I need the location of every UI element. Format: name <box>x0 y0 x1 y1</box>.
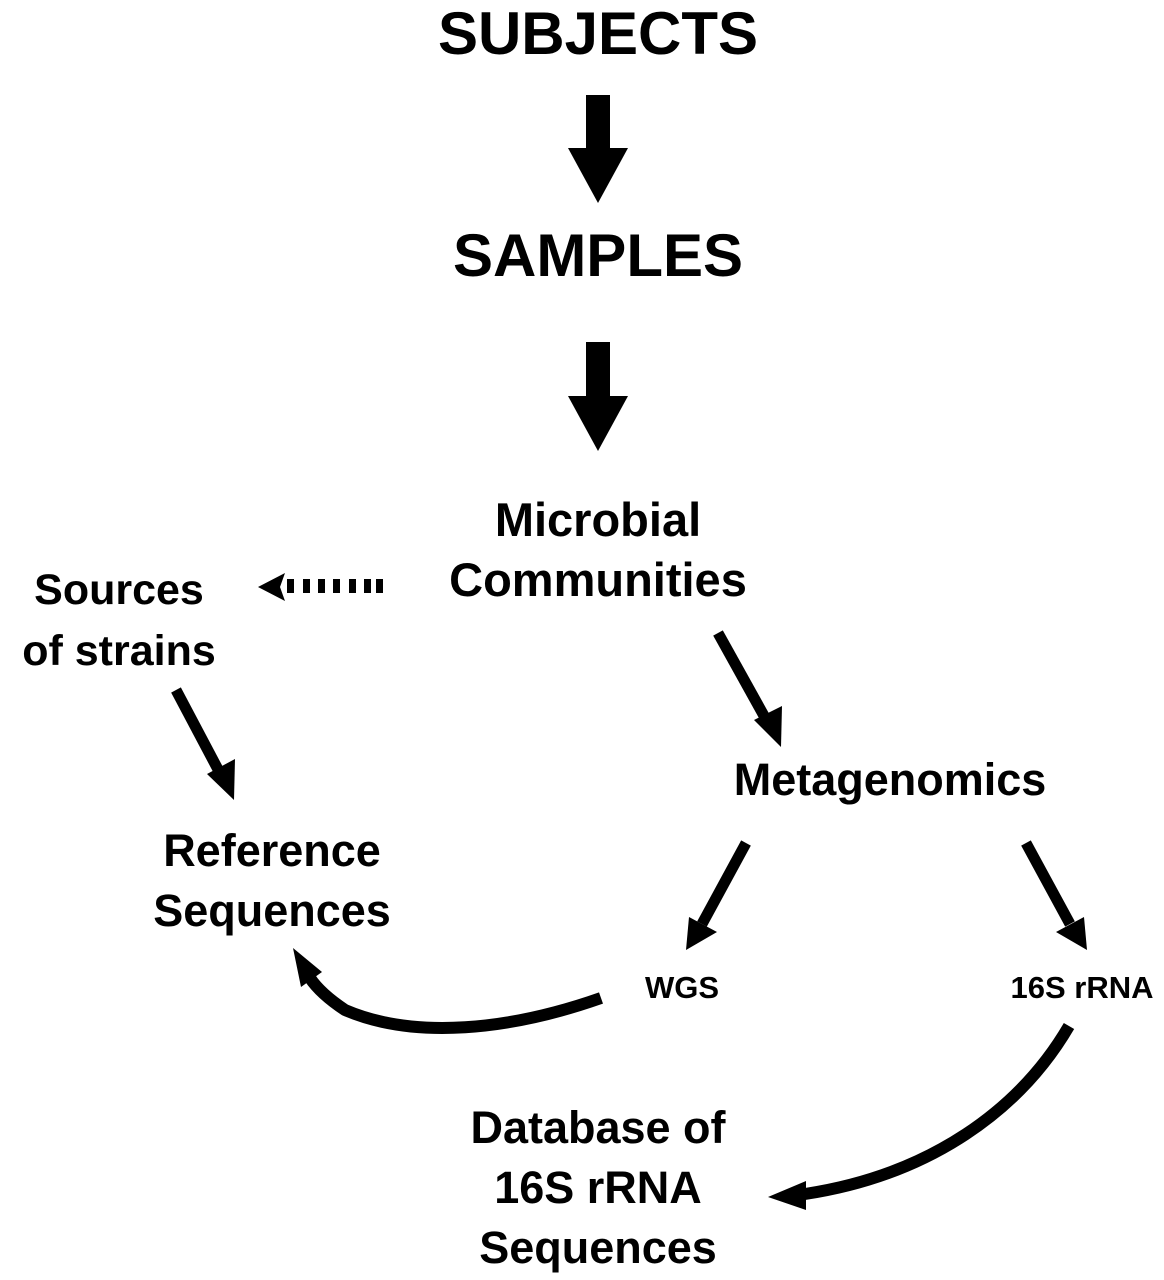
arrow-sources-to-reference <box>171 687 235 800</box>
arrow-wgs-to-reference <box>293 948 603 1034</box>
node-sources-of-strains: Sources of strains <box>0 560 238 682</box>
microbial-line-1: Microbial <box>494 493 702 546</box>
node-reference-sequences: Reference Sequences <box>122 821 422 941</box>
arrow-16s-to-database <box>768 1022 1075 1210</box>
sources-line-2: of strains <box>22 627 216 675</box>
arrow-microbial-to-metagenomics <box>713 630 782 747</box>
node-metagenomics: Metagenomics <box>733 754 1047 805</box>
node-samples: SAMPLES <box>452 222 744 289</box>
reference-line-1: Reference <box>163 825 381 876</box>
sources-line-1: Sources <box>34 566 204 614</box>
database-line-1: Database of <box>470 1102 726 1153</box>
reference-line-2: Sequences <box>153 885 391 936</box>
node-microbial-communities: Microbial Communities <box>420 490 776 610</box>
database-line-3: Sequences <box>479 1222 717 1273</box>
arrow-subjects-to-samples <box>568 95 628 203</box>
arrow-samples-to-microbial <box>568 342 628 451</box>
arrow-metagenomics-to-16s <box>1021 840 1087 950</box>
node-16s-rrna: 16S rRNA <box>1010 970 1154 1005</box>
node-wgs: WGS <box>644 970 720 1005</box>
arrow-metagenomics-to-wgs <box>686 840 751 950</box>
database-line-2: 16S rRNA <box>494 1162 702 1213</box>
microbial-line-2: Communities <box>449 553 747 606</box>
node-subjects: SUBJECTS <box>437 0 759 67</box>
node-database-16s-rrna: Database of 16S rRNA Sequences <box>430 1098 766 1278</box>
arrow-microbial-to-sources <box>258 573 383 601</box>
